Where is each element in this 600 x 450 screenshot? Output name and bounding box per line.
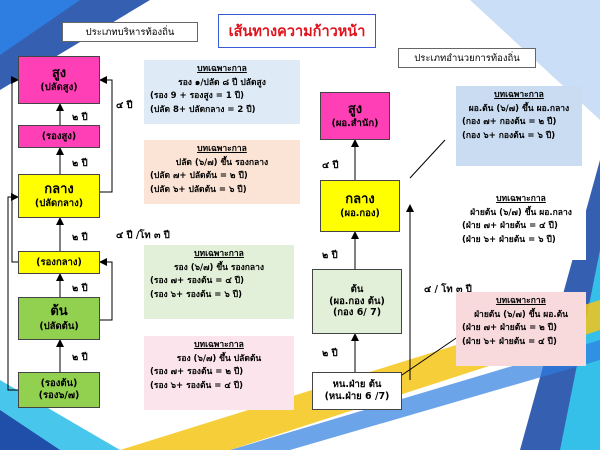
right-rank-high-sub: (ผอ.สำนัก) xyxy=(331,118,379,130)
right-rank-start-sub: (ผอ.กอง ต้น) xyxy=(329,295,385,307)
note-left-deputy-mid-head: บทเฉพาะกาล xyxy=(194,249,244,259)
note-right-start-sub: ฝ่ายต้น (๖/๗) ขึ้น ผอ.ต้น xyxy=(474,309,568,320)
left-rank-deputy-high-main: (รองสูง) xyxy=(41,130,77,142)
left-rank-high-sub: (ปลัดสูง) xyxy=(40,82,78,94)
right-rank-section-main: หน.ฝ่าย ต้น xyxy=(332,379,382,391)
note-left-start-head: บทเฉพาะกาล xyxy=(194,340,244,350)
right-rank-start-sub2: (กอง 6/ 7) xyxy=(332,307,382,319)
note-left-high: บทเฉพาะกาล รอง ๑/ปลัด ๘ ปี ปลัดสูง (รอง … xyxy=(144,60,300,124)
note-right-high: บทเฉพาะกาล ผอ.ต้น (๖/๗) ขึ้น ผอ.กลาง (กอ… xyxy=(456,86,582,166)
lane-header-right: ประเภทอำนวยการท้องถิ่น xyxy=(398,48,536,68)
note-left-start-line-2: (รอง ๖+ รองต้น = ๔ ปี) xyxy=(150,380,244,391)
left-rank-high-main: สูง xyxy=(51,65,67,81)
note-left-deputy-mid-line-1: (รอง ๗+ รองต้น = ๔ ปี) xyxy=(150,276,245,287)
right-rank-high: สูง (ผอ.สำนัก) xyxy=(320,92,390,140)
note-left-mid: บทเฉพาะกาล ปลัด (๖/๗) ขึ้น รองกลาง (ปลัด… xyxy=(144,140,300,204)
left-rank-start-main: ต้น xyxy=(50,304,68,320)
left-year-label-3: ๒ ปี xyxy=(72,232,88,243)
right-year-label-cross: ๔ / โท ๓ ปี xyxy=(424,284,472,295)
note-right-start: บทเฉพาะกาล ฝ่ายต้น (๖/๗) ขึ้น ผอ.ต้น (ฝ่… xyxy=(456,292,586,366)
note-right-start-line-1: (ฝ่าย ๗+ ฝ่ายต้น = ๒ ปี) xyxy=(462,323,557,334)
note-left-mid-head: บทเฉพาะกาล xyxy=(197,144,247,154)
left-rank-mid-sub: (ปลัดกลาง) xyxy=(34,198,84,210)
right-rank-high-main: สูง xyxy=(347,101,363,117)
left-rank-deputy-start: (รองต้น) (รอง๖/๗) xyxy=(18,372,100,408)
page-title: เส้นทางความก้าวหน้า xyxy=(218,14,376,48)
right-rank-start: ต้น (ผอ.กอง ต้น) (กอง 6/ 7) xyxy=(312,269,402,334)
left-year-label-2: ๒ ปี xyxy=(72,158,88,169)
left-rank-deputy-start-main: (รองต้น) xyxy=(40,378,78,390)
note-right-high-line-1: (กอง ๗+ กองต้น = ๒ ปี) xyxy=(462,117,557,128)
right-rank-mid-main: กลาง xyxy=(345,191,375,207)
left-rank-deputy-mid: (รองกลาง) xyxy=(18,251,100,274)
note-left-high-sub: รอง ๑/ปลัด ๘ ปี ปลัดสูง xyxy=(178,77,266,88)
note-right-high-head: บทเฉพาะกาล xyxy=(494,90,544,100)
left-rank-start-sub: (ปลัดต้น) xyxy=(39,320,79,332)
note-right-mid-line-2: (ฝ่าย ๖+ ฝ่ายต้น = ๖ ปี) xyxy=(462,234,556,245)
note-right-high-sub: ผอ.ต้น (๖/๗) ขึ้น ผอ.กลาง xyxy=(468,103,570,114)
right-year-label-to-start: ๒ ปี xyxy=(322,348,338,359)
note-right-mid-head: บทเฉพาะกาล xyxy=(496,194,546,204)
note-left-deputy-mid-line-2: (รอง ๖+ รองต้น = ๖ ปี) xyxy=(150,289,242,300)
left-year-label-4: ๒ ปี xyxy=(72,283,88,294)
note-left-deputy-mid-sub: รอง (๖/๗) ขึ้น รองกลาง xyxy=(173,262,265,273)
left-year-label-side-mid: ๔ ปี /โท ๓ ปี xyxy=(116,230,170,241)
left-year-label-1: ๒ ปี xyxy=(72,112,88,123)
note-left-mid-line-1: (ปลัด ๗+ ปลัดต้น = ๒ ปี) xyxy=(150,171,248,182)
left-rank-deputy-high: (รองสูง) xyxy=(18,125,100,148)
note-right-mid-sub: ฝ่ายต้น (๖/๗) ขึ้น ผอ.กลาง xyxy=(470,207,572,218)
right-year-label-to-mid: ๒ ปี xyxy=(322,250,338,261)
right-rank-start-main: ต้น xyxy=(350,283,364,295)
right-year-label-to-high: ๔ ปี xyxy=(322,160,339,171)
left-rank-start: ต้น (ปลัดต้น) xyxy=(18,297,100,340)
note-right-mid: บทเฉพาะกาล ฝ่ายต้น (๖/๗) ขึ้น ผอ.กลาง (ฝ… xyxy=(456,190,586,260)
note-left-mid-line-2: (ปลัด ๖+ ปลัดต้น = ๖ ปี) xyxy=(150,184,247,195)
note-right-high-line-2: (กอง ๖+ กองต้น = ๖ ปี) xyxy=(462,130,556,141)
note-left-high-line-2: (ปลัด 8+ ปลัดกลาง = 2 ปี) xyxy=(150,104,256,115)
lane-header-left: ประเภทบริหารท้องถิ่น xyxy=(62,22,198,42)
note-left-high-line-1: (รอง 9 + รองสูง = 1 ปี) xyxy=(150,91,244,102)
note-left-start-line-1: (รอง ๗+ รองต้น = ๒ ปี) xyxy=(150,367,244,378)
left-rank-high: สูง (ปลัดสูง) xyxy=(18,56,100,104)
left-rank-deputy-mid-main: (รองกลาง) xyxy=(36,256,82,268)
note-right-start-line-2: (ฝ่าย ๖+ ฝ่ายต้น = ๔ ปี) xyxy=(462,336,557,347)
note-left-deputy-mid: บทเฉพาะกาล รอง (๖/๗) ขึ้น รองกลาง (รอง ๗… xyxy=(144,245,294,319)
note-right-mid-line-1: (ฝ่าย ๗+ ฝ่ายต้น = ๔ ปี) xyxy=(462,221,558,232)
note-left-start: บทเฉพาะกาล รอง (๖/๗) ขึ้น ปลัดต้น (รอง ๗… xyxy=(144,336,294,410)
left-rank-mid: กลาง (ปลัดกลาง) xyxy=(18,174,100,218)
note-left-high-head: บทเฉพาะกาล xyxy=(197,64,247,74)
left-year-label-side-high: ๔ ปี xyxy=(116,100,133,111)
right-rank-mid-sub: (ผอ.กอง) xyxy=(340,208,380,220)
note-left-mid-sub: ปลัด (๖/๗) ขึ้น รองกลาง xyxy=(175,157,269,168)
right-rank-section: หน.ฝ่าย ต้น (หน.ฝ่าย 6 /7) xyxy=(312,372,402,410)
left-rank-deputy-start-sub: (รอง๖/๗) xyxy=(38,390,80,401)
note-right-start-head: บทเฉพาะกาล xyxy=(496,296,546,306)
right-rank-section-sub: (หน.ฝ่าย 6 /7) xyxy=(324,391,390,402)
note-left-start-sub: รอง (๖/๗) ขึ้น ปลัดต้น xyxy=(176,353,262,364)
left-rank-mid-main: กลาง xyxy=(44,181,74,197)
right-rank-mid: กลาง (ผอ.กอง) xyxy=(320,180,400,232)
left-year-label-5: ๒ ปี xyxy=(72,352,88,363)
